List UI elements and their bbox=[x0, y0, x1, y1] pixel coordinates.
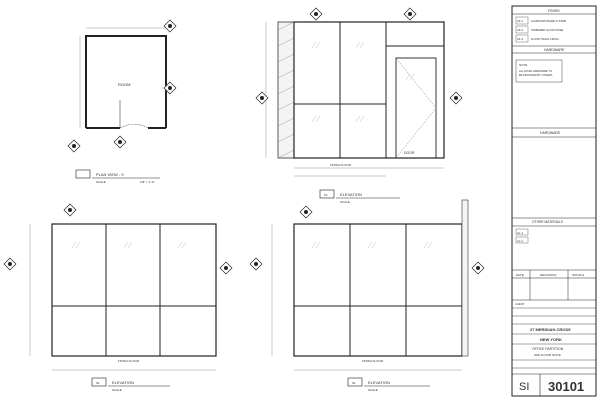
finish-note: TEMPERED GLASS PANEL bbox=[531, 28, 564, 32]
elevation-1: DOOR FINISH FLOOR ELEVA bbox=[255, 7, 463, 204]
finish-code: AF-3 bbox=[517, 37, 524, 41]
elevation-title: ELEVATION bbox=[368, 380, 390, 385]
plan-scale-value: 1/8" = 1'-0" bbox=[140, 180, 155, 184]
rev-header: REVISIONS bbox=[540, 273, 556, 277]
door-panel bbox=[395, 57, 437, 159]
door-swing-arc bbox=[119, 124, 149, 129]
elevation-1-title-block: ELEVATION SCALE S1 bbox=[319, 189, 400, 204]
elevation-title: ELEVATION bbox=[112, 380, 134, 385]
section-marker-icon bbox=[403, 7, 417, 21]
section-marker-icon bbox=[67, 139, 81, 153]
elevation-scale: SCALE bbox=[340, 200, 350, 204]
elevation-sheet-ref: S1 bbox=[324, 193, 328, 197]
elevation-sheet-ref: S1 bbox=[96, 381, 100, 385]
door-label: DOOR bbox=[404, 151, 415, 155]
sheet-number: 30101 bbox=[548, 379, 584, 394]
client-label: CLIENT bbox=[515, 302, 525, 306]
section-marker-icon bbox=[309, 7, 323, 21]
hardware-header: HARDWARE bbox=[544, 48, 565, 52]
note-text-line: ALL DOOR HARDWARE TO bbox=[519, 69, 552, 73]
section-header: HARDWARE bbox=[540, 131, 561, 135]
materials-header: OTHER MATERIALS bbox=[532, 220, 564, 224]
section-marker-icon bbox=[299, 205, 313, 219]
plan-scale-label: SCALE bbox=[96, 180, 106, 184]
project-address: 27 MERIDIAN CROSS bbox=[530, 327, 571, 332]
section-marker-icon bbox=[249, 257, 263, 271]
finish-note: ALUMINUM FRAME SYSTEM bbox=[531, 19, 566, 23]
elevation-base-label: FINISH FLOOR bbox=[118, 359, 140, 363]
finish-code: AF-1 bbox=[517, 19, 524, 23]
elevation-scale: SCALE bbox=[112, 388, 122, 392]
sheet-prefix: SI bbox=[519, 381, 529, 393]
elevation-2: FINISH FLOOR ELEVATION SCALE S1 bbox=[3, 203, 233, 392]
note-header: NOTE bbox=[519, 63, 527, 67]
project-city: NEW YORK bbox=[540, 337, 562, 342]
room-label: ROOM bbox=[118, 82, 130, 87]
plan-title-block: PLAN VIEW - 9 SCALE 1/8" = 1'-0" bbox=[75, 169, 160, 184]
plan-view: ROOM PLAN VIEW - 9 SCALE 1/8" = 1'-0" bbox=[67, 19, 177, 184]
elevation-3-title-block: ELEVATION SCALE S1 bbox=[347, 377, 430, 392]
project-line-1: OFFICE PARTITION bbox=[532, 347, 564, 351]
elevation-scale: SCALE bbox=[368, 388, 378, 392]
elevation-base-label: FINISH FLOOR bbox=[362, 359, 384, 363]
section-marker-icon bbox=[163, 19, 177, 33]
rev-header: DATE bbox=[516, 273, 524, 277]
section-marker-icon bbox=[113, 135, 127, 149]
section-marker-icon bbox=[449, 91, 463, 105]
section-marker-icon bbox=[3, 257, 17, 271]
note-text: ALL DOOR HARDWARE TO BE PROVIDED BY OTHE… bbox=[519, 69, 553, 77]
elevation-title: ELEVATION bbox=[340, 192, 362, 197]
plan-title: PLAN VIEW - 9 bbox=[96, 172, 124, 177]
project-line-2: 3RD FLOOR SUITE bbox=[534, 353, 561, 357]
note-box bbox=[515, 59, 563, 83]
title-block: FINISH AF-1 AF-2 AF-3 ALUMINUM FRAME SYS… bbox=[511, 5, 597, 397]
finish-code: AF-2 bbox=[517, 28, 524, 32]
section-marker-icon bbox=[471, 261, 485, 275]
elevation-base-label: FINISH FLOOR bbox=[330, 163, 352, 167]
finish-note: FLOOR TRACK FINISH bbox=[531, 37, 559, 41]
elevation-sheet-ref: S1 bbox=[352, 381, 356, 385]
section-marker-icon bbox=[163, 81, 177, 95]
rev-header: INITIALS bbox=[572, 273, 584, 277]
material-code: AL-2 bbox=[517, 239, 523, 243]
section-marker-icon bbox=[63, 203, 77, 217]
elevation-3: FINISH FLOOR ELEVATION SCALE S1 bbox=[249, 199, 485, 392]
material-code: GL-1 bbox=[517, 231, 524, 235]
section-marker-icon bbox=[255, 91, 269, 105]
elevation-2-title-block: ELEVATION SCALE S1 bbox=[91, 377, 170, 392]
note-text-line: BE PROVIDED BY OTHERS bbox=[519, 73, 553, 77]
section-marker-icon bbox=[219, 261, 233, 275]
finish-header: FINISH bbox=[548, 9, 560, 13]
